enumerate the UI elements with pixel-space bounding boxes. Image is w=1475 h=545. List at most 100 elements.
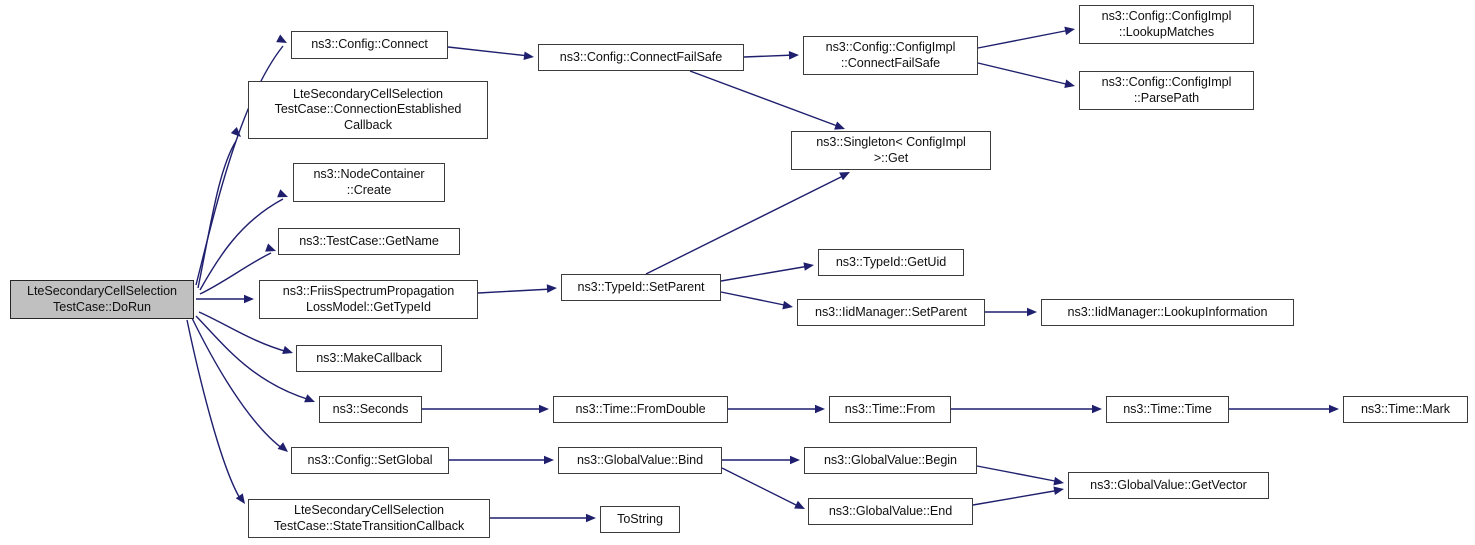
arrowhead-connect-to-connectFailSafe [523,51,534,61]
graph-node-label-setGlobal: ns3::Config::SetGlobal [307,452,433,467]
graph-node-connect[interactable]: ns3::Config::Connect [291,31,448,59]
edge-bind-to-gvEnd [721,467,801,508]
edge-connectFailSafe-to-implConnFS [743,54,796,58]
graph-node-label-singletonGet: ns3::Singleton< ConfigImpl >::Get [816,135,966,165]
arrowhead-timeTime-to-timeMark [1329,404,1339,414]
graph-node-label-getVector: ns3::GlobalValue::GetVector [1090,477,1247,492]
arrowhead-implConnFS-to-lookupMatches [1064,26,1075,36]
arrowhead-setGlobal-to-bind [544,455,554,465]
arrowhead-typeIdSetParent-to-getUid [803,262,814,271]
edge-implConnFS-to-lookupMatches [977,29,1071,49]
graph-node-label-lookupInfo: ns3::IidManager::LookupInformation [1067,304,1268,319]
graph-node-timeFrom[interactable]: ns3::Time::From [829,396,951,423]
edge-root-to-stateTransCb [186,319,242,501]
arrowhead-gvBegin-to-getVector [1053,476,1064,486]
graph-node-label-root: LteSecondaryCellSelection TestCase::DoRu… [27,284,177,314]
graph-node-label-connect: ns3::Config::Connect [311,37,428,52]
graph-node-label-timeMark: ns3::Time::Mark [1360,401,1451,416]
arrowhead-root-to-friis [244,294,254,304]
graph-node-bind[interactable]: ns3::GlobalValue::Bind [558,447,722,474]
edge-friis-to-typeIdSetParent [477,288,553,294]
arrowhead-root-to-setGlobal [277,442,288,452]
graph-node-label-gvBegin: ns3::GlobalValue::Begin [823,452,958,467]
arrowhead-root-to-connEstCb [230,126,241,137]
graph-node-toString[interactable]: ToString [600,506,680,533]
arrowhead-seconds-to-fromDouble [539,404,549,414]
graph-node-label-timeTime: ns3::Time::Time [1123,401,1212,416]
arrowhead-gvEnd-to-getVector [1053,486,1064,495]
edge-root-to-setGlobal [191,317,284,450]
graph-node-label-bind: ns3::GlobalValue::Bind [576,452,704,467]
edge-typeIdSetParent-to-getUid [720,265,810,282]
graph-node-parsePath[interactable]: ns3::Config::ConfigImpl ::ParsePath [1079,71,1254,110]
graph-node-label-lookupMatches: ns3::Config::ConfigImpl ::LookupMatches [1101,9,1232,39]
arrowhead-root-to-stateTransCb [235,493,245,504]
edge-typeIdSetParent-to-singletonGet [645,174,846,275]
graph-node-timeMark[interactable]: ns3::Time::Mark [1343,396,1468,423]
graph-node-label-getUid: ns3::TypeId::GetUid [835,254,947,269]
graph-node-label-parsePath: ns3::Config::ConfigImpl ::ParsePath [1101,75,1232,105]
graph-node-connEstCb[interactable]: LteSecondaryCellSelection TestCase::Conn… [248,81,488,139]
graph-node-stateTransCb[interactable]: LteSecondaryCellSelection TestCase::Stat… [248,499,490,538]
graph-node-label-toString: ToString [617,511,663,526]
arrowhead-root-to-makeCallback [282,345,293,354]
graph-node-label-iidSetParent: ns3::IidManager::SetParent [814,304,967,319]
arrowhead-root-to-getName [265,243,276,252]
graph-node-gvBegin[interactable]: ns3::GlobalValue::Begin [804,447,977,474]
graph-node-setGlobal[interactable]: ns3::Config::SetGlobal [291,447,449,474]
graph-node-label-connEstCb: LteSecondaryCellSelection TestCase::Conn… [274,86,462,132]
edge-connectFailSafe-to-singletonGet [689,70,841,128]
edge-connect-to-connectFailSafe [447,46,530,57]
graph-node-label-timeFrom: ns3::Time::From [844,401,936,416]
graph-node-label-gvEnd: ns3::GlobalValue::End [828,503,953,518]
graph-node-gvEnd[interactable]: ns3::GlobalValue::End [808,498,973,525]
arrowhead-stateTransCb-to-toString [586,513,596,523]
graph-node-label-seconds: ns3::Seconds [332,401,409,416]
graph-node-label-fromDouble: ns3::Time::FromDouble [575,401,706,416]
graph-node-iidSetParent[interactable]: ns3::IidManager::SetParent [797,299,985,326]
graph-node-implConnFS[interactable]: ns3::Config::ConfigImpl ::ConnectFailSaf… [803,36,978,75]
arrowhead-root-to-connect [276,34,287,43]
graph-node-typeIdSetParent[interactable]: ns3::TypeId::SetParent [561,274,721,301]
arrowhead-connectFailSafe-to-implConnFS [788,51,799,60]
graph-node-label-implConnFS: ns3::Config::ConfigImpl ::ConnectFailSaf… [825,40,956,70]
arrowhead-bind-to-gvEnd [794,500,805,509]
graph-node-timeTime[interactable]: ns3::Time::Time [1106,396,1229,423]
graph-node-fromDouble[interactable]: ns3::Time::FromDouble [553,396,728,423]
graph-node-seconds[interactable]: ns3::Seconds [319,396,422,423]
arrowhead-friis-to-typeIdSetParent [546,284,557,293]
edge-gvEnd-to-getVector [972,489,1061,506]
graph-node-root[interactable]: LteSecondaryCellSelection TestCase::DoRu… [10,280,194,319]
graph-node-nodeContainer[interactable]: ns3::NodeContainer ::Create [293,163,445,202]
graph-node-makeCallback[interactable]: ns3::MakeCallback [296,345,442,372]
graph-node-getUid[interactable]: ns3::TypeId::GetUid [818,249,964,276]
graph-node-getVector[interactable]: ns3::GlobalValue::GetVector [1068,472,1269,499]
graph-node-label-nodeContainer: ns3::NodeContainer ::Create [313,167,425,197]
arrowhead-root-to-seconds [304,394,315,403]
graph-node-label-stateTransCb: LteSecondaryCellSelection TestCase::Stat… [273,503,465,533]
graph-node-label-friis: ns3::FriisSpectrumPropagation LossModel:… [282,284,455,314]
graph-node-getName[interactable]: ns3::TestCase::GetName [278,228,460,255]
graph-node-lookupInfo[interactable]: ns3::IidManager::LookupInformation [1041,299,1294,326]
graph-node-label-getName: ns3::TestCase::GetName [299,233,439,248]
arrowhead-implConnFS-to-parsePath [1064,79,1075,88]
arrowhead-typeIdSetParent-to-iidSetParent [782,300,793,310]
edge-typeIdSetParent-to-iidSetParent [720,291,790,307]
graph-node-connectFailSafe[interactable]: ns3::Config::ConnectFailSafe [538,44,744,71]
arrowhead-bind-to-gvBegin [790,455,800,465]
edge-implConnFS-to-parsePath [977,62,1071,86]
graph-node-label-connectFailSafe: ns3::Config::ConnectFailSafe [559,49,723,64]
edge-root-to-nodeContainer [199,198,284,291]
graph-node-lookupMatches[interactable]: ns3::Config::ConfigImpl ::LookupMatches [1079,5,1254,44]
graph-node-singletonGet[interactable]: ns3::Singleton< ConfigImpl >::Get [791,131,991,170]
graph-node-label-typeIdSetParent: ns3::TypeId::SetParent [577,279,705,294]
edge-root-to-seconds [195,315,311,401]
arrowhead-timeFrom-to-timeTime [1092,404,1102,414]
arrowhead-iidSetParent-to-lookupInfo [1027,307,1037,317]
graph-node-friis[interactable]: ns3::FriisSpectrumPropagation LossModel:… [259,280,478,319]
edge-root-to-connEstCb [197,140,237,289]
edge-gvBegin-to-getVector [976,465,1061,483]
arrowhead-fromDouble-to-timeFrom [815,404,825,414]
graph-node-label-makeCallback: ns3::MakeCallback [316,350,422,365]
